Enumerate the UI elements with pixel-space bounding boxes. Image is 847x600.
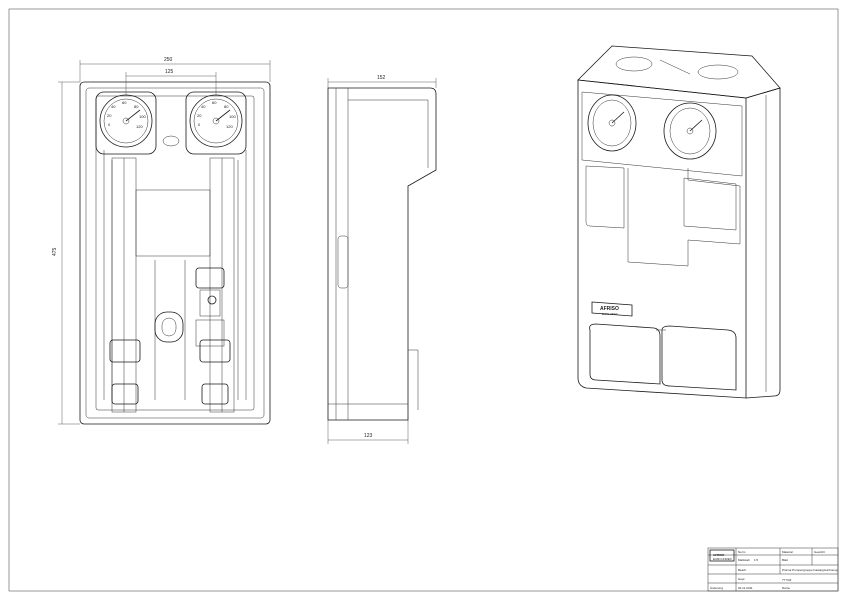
gauge-tick-label: 100 <box>229 114 236 119</box>
gauge-tick-label: 100 <box>139 114 146 119</box>
gauge-tick-label: 120 <box>136 124 143 129</box>
title-block-revision-label: Änderung <box>710 586 723 590</box>
title-block: AFRISO EURO-INDEX Norm Material Gewicht … <box>707 547 839 592</box>
title-block-material-label: Material <box>782 550 793 554</box>
svg-text:AFRISO: AFRISO <box>600 306 619 312</box>
title-block-description: Prisma Pumpengruppe Katalogzeichnung <box>782 568 838 572</box>
gauge-tick-label: 80 <box>224 104 229 109</box>
gauge-tick-label: 60 <box>122 100 127 105</box>
iso-right-thermometer-gauge <box>663 102 717 160</box>
gauge-tick-label: 0 <box>108 122 111 127</box>
dimension-side-top-depth: 152 <box>377 75 386 81</box>
dimension-front-height: 475 <box>52 247 58 256</box>
title-block-drawn-label: Bearb. <box>738 568 747 572</box>
gauge-tick-label: 20 <box>197 113 202 118</box>
title-block-checked-label: Gepr. <box>738 577 746 581</box>
front-left-thermometer-gauge: 0 20 40 60 80 100 120 <box>99 94 153 148</box>
front-right-thermometer-gauge: 0 20 40 60 80 100 120 <box>189 94 243 148</box>
gauge-tick-label: 120 <box>226 124 233 129</box>
title-block-company: AFRISO <box>713 553 725 557</box>
front-view: 0 20 40 60 80 100 120 0 20 40 60 80 100 … <box>52 57 271 425</box>
iso-left-thermometer-gauge <box>587 94 637 152</box>
side-view: 152 123 <box>327 75 437 444</box>
dimension-gauge-spacing: 125 <box>165 69 174 75</box>
title-block-date: 04.11.2011 <box>738 586 753 590</box>
title-block-name-label: Name <box>782 586 790 590</box>
gauge-tick-label: 40 <box>201 104 206 109</box>
title-block-scale-label: Maßstab <box>738 558 750 562</box>
dimension-side-bottom-depth: 123 <box>364 433 373 439</box>
gauge-tick-label: 0 <box>198 122 201 127</box>
title-block-norm-label: Norm <box>738 550 746 554</box>
title-block-part-number: 77 543 <box>782 578 792 582</box>
svg-text:EURO-INDEX: EURO-INDEX <box>602 313 618 316</box>
title-block-scale-value: 1:5 <box>754 558 759 562</box>
dimension-front-width: 250 <box>164 57 173 63</box>
gauge-tick-label: 40 <box>111 104 116 109</box>
title-block-company-sub: EURO-INDEX <box>713 557 732 561</box>
title-block-weight-label: Gewicht <box>814 550 825 554</box>
gauge-tick-label: 20 <box>107 113 112 118</box>
iso-brand-logo: AFRISO EURO-INDEX <box>591 301 633 317</box>
gauge-tick-label: 60 <box>212 100 217 105</box>
gauge-tick-label: 80 <box>134 104 139 109</box>
drawing-frame <box>8 8 839 592</box>
title-block-logo <box>709 549 735 562</box>
title-block-sheet-label: Blatt <box>782 558 788 562</box>
isometric-view: AFRISO EURO-INDEX <box>577 45 781 399</box>
